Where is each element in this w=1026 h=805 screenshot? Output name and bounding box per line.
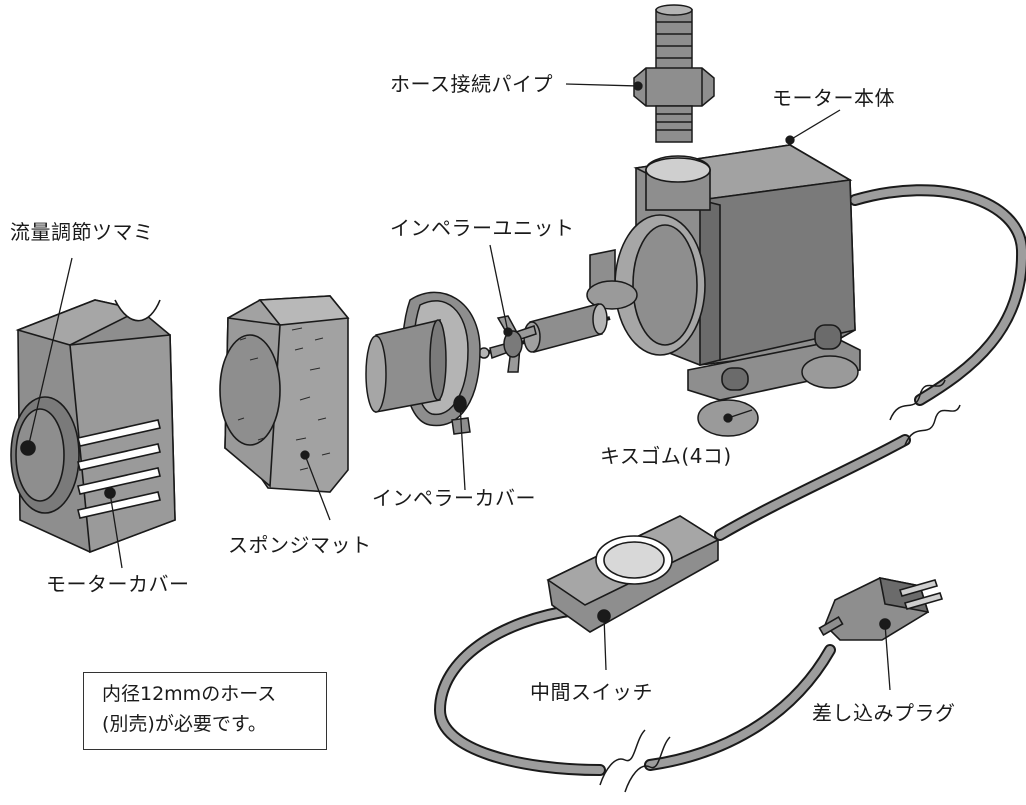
impeller-cover-icon — [365, 291, 481, 435]
cable-break-marks — [599, 379, 961, 793]
hose-pipe-label: ホース接続パイプ — [390, 72, 553, 96]
impeller-unit-label: インペラーユニット — [390, 216, 575, 240]
plug-label: 差し込みプラグ — [812, 701, 956, 725]
middle-switch-label: 中間スイッチ — [530, 680, 653, 704]
motor-body-label: モーター本体 — [772, 86, 895, 110]
flow-knob-label: 流量調節ツマミ — [10, 220, 154, 244]
impeller-unit-icon — [477, 303, 611, 373]
hose-pipe-icon — [633, 4, 715, 143]
switch-icon — [546, 515, 720, 633]
sponge-mat-icon — [219, 295, 350, 493]
leader-lines — [27, 81, 891, 691]
motor-cover-label: モーターカバー — [46, 572, 190, 596]
power-cable — [433, 184, 1026, 776]
kiss-rubber-label: キスゴム(4コ) — [600, 444, 732, 468]
hose-requirement-note: 内径12mmのホース (別売)が必要です。 — [83, 672, 327, 750]
motor-body-icon — [589, 144, 861, 401]
note-line-2: (別売)が必要です。 — [102, 713, 267, 735]
sponge-mat-label: スポンジマット — [228, 533, 372, 557]
plug-icon — [818, 576, 944, 641]
note-line-1: 内径12mmのホース — [102, 683, 277, 705]
motor-cover-icon — [10, 299, 176, 554]
impeller-cover-label: インペラーカバー — [372, 486, 536, 510]
